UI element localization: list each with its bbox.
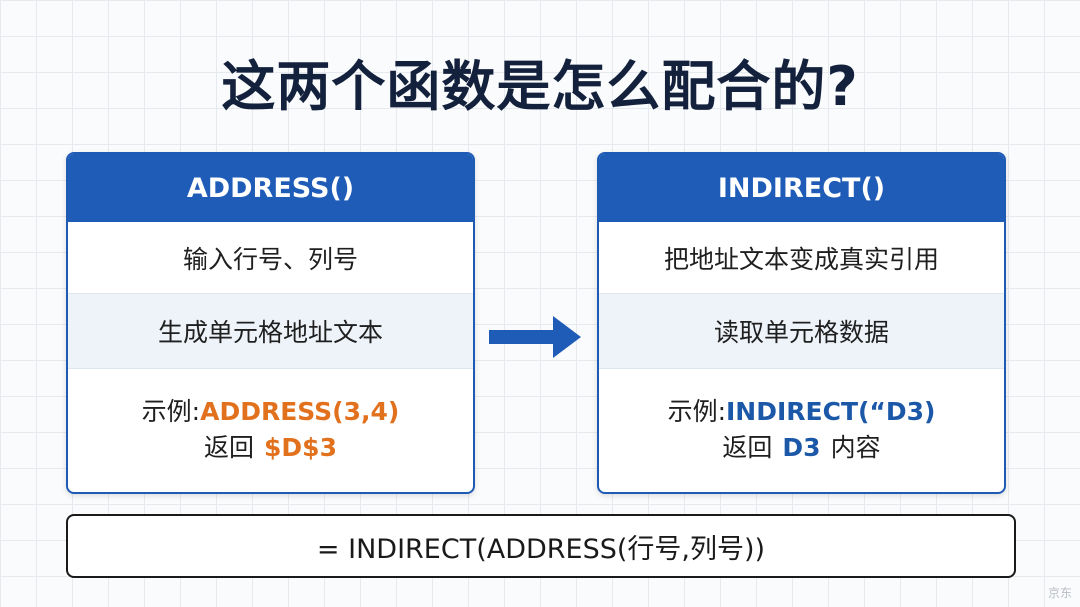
indirect-return-label: 返回 xyxy=(722,432,773,462)
address-card-header: ADDRESS() xyxy=(68,154,473,222)
indirect-card-input-row: 把地址文本变成真实引用 xyxy=(599,222,1004,294)
combined-formula: = INDIRECT(ADDRESS(行号,列号)) xyxy=(66,514,1016,578)
address-example-line: 示例: ADDRESS(3,4) xyxy=(142,394,400,430)
indirect-card-header: INDIRECT() xyxy=(599,154,1004,222)
address-return-value: $D$3 xyxy=(264,432,337,462)
address-card-example: 示例: ADDRESS(3,4) 返回 $D$3 xyxy=(68,369,473,490)
address-card-output-row: 生成单元格地址文本 xyxy=(68,294,473,369)
indirect-card: INDIRECT() 把地址文本变成真实引用 读取单元格数据 示例: INDIR… xyxy=(597,152,1006,494)
right-arrow-icon xyxy=(489,316,581,358)
indirect-return-line: 返回 D3 内容 xyxy=(722,430,880,466)
indirect-example-label: 示例: xyxy=(667,396,726,426)
indirect-return-value: D3 xyxy=(782,432,821,462)
address-card: ADDRESS() 输入行号、列号 生成单元格地址文本 示例: ADDRESS(… xyxy=(66,152,475,494)
page-title: 这两个函数是怎么配合的? xyxy=(221,55,859,118)
address-return-line: 返回 $D$3 xyxy=(204,430,337,466)
indirect-card-output-row: 读取单元格数据 xyxy=(599,294,1004,369)
indirect-example-line: 示例: INDIRECT(“D3) xyxy=(668,394,936,430)
indirect-example-value: INDIRECT(“D3) xyxy=(726,396,936,426)
indirect-return-suffix: 内容 xyxy=(830,432,881,462)
watermark: 京东 xyxy=(1047,586,1072,600)
address-example-label: 示例: xyxy=(141,396,201,426)
address-return-label: 返回 xyxy=(204,432,255,462)
indirect-card-example: 示例: INDIRECT(“D3) 返回 D3 内容 xyxy=(599,369,1004,490)
address-example-value: ADDRESS(3,4) xyxy=(200,396,400,426)
address-card-input-row: 输入行号、列号 xyxy=(68,222,473,294)
